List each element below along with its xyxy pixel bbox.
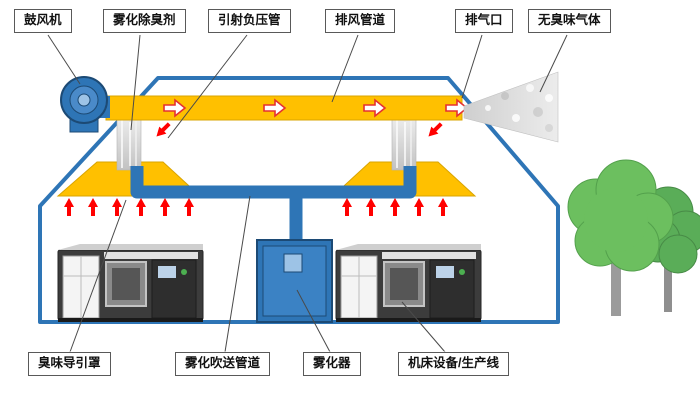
leader-line [167,34,248,139]
label-blowing-pipe: 雾化吹送管道 [175,352,271,376]
leader-line [461,34,483,99]
tree-left-large [567,159,674,316]
exhaust-spray [463,71,559,143]
label-odor-guide-hood: 臭味导引罩 [28,352,111,376]
label-machine-equipment: 机床设备/生产线 [398,352,509,376]
building-outline [38,76,560,324]
atomizer-blowing-pipe [130,166,417,199]
deodorant-mist-column-right [391,117,417,171]
leader-line [401,301,446,353]
label-exhaust-duct: 排风管道 [325,9,396,33]
label-exhaust-outlet: 排气口 [455,9,513,33]
leader-line [539,34,568,93]
label-atomizer: 雾化器 [303,352,361,376]
atomizer-unit [256,239,333,323]
leader-line [130,34,141,131]
machine-tool-left [57,243,204,323]
odor-rise-arrows-left [64,198,194,216]
leader-lines [47,34,568,353]
label-atomized-deodorant: 雾化除臭剂 [103,9,186,33]
blower [60,76,110,133]
label-odorless-gas: 无臭味气体 [528,9,611,33]
leader-line [224,195,251,353]
leader-line [69,199,127,353]
label-blower: 鼓风机 [14,9,72,33]
odor-rise-arrows-right [342,198,448,216]
leader-line [296,289,331,353]
deodorant-mist-column-left [116,117,142,171]
label-ejector-pipe: 引射负压管 [208,9,291,33]
leader-line [47,34,81,85]
leader-line [331,34,359,103]
